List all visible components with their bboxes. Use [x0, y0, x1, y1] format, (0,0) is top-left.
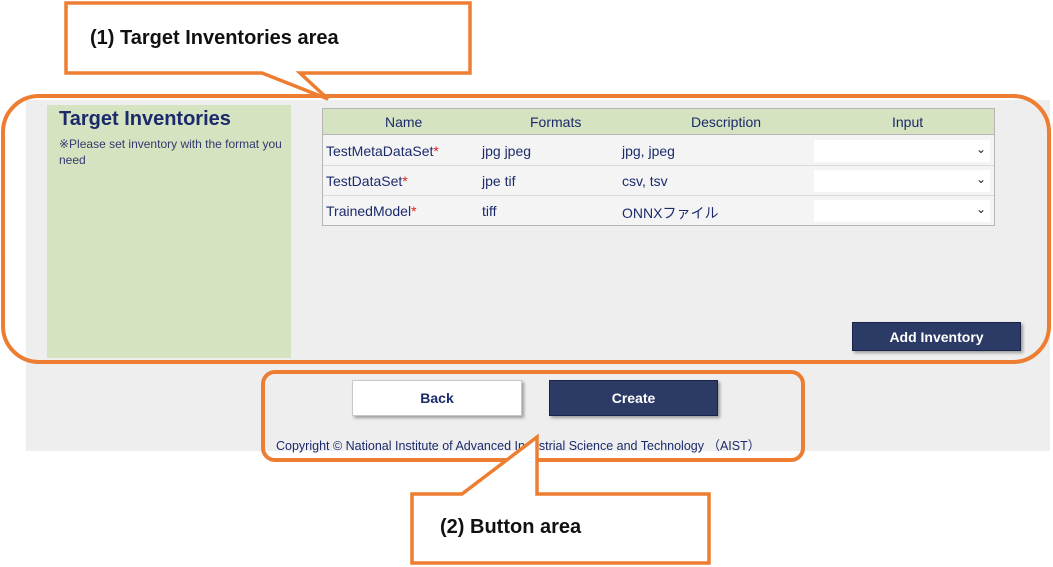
inventory-input-select[interactable]: ⌄ [814, 170, 990, 192]
target-area-callout-bubble [64, 1, 472, 101]
inventory-name: TestMetaDataSet* [326, 143, 439, 159]
target-area-callout-label: (1) Target Inventories area [90, 27, 339, 49]
column-header-name: Name [385, 114, 423, 130]
inventory-name: TestDataSet* [326, 173, 408, 189]
inventory-formats: tiff [482, 203, 497, 219]
inventory-description: csv, tsv [622, 173, 668, 189]
back-button[interactable]: Back [352, 380, 522, 416]
chevron-down-icon: ⌄ [975, 202, 986, 216]
inventories-table: Name Formats Description Input TestMetaD… [322, 108, 995, 226]
chevron-down-icon: ⌄ [975, 142, 986, 156]
table-row: TestMetaDataSet* jpg jpeg jpg, jpeg ⌄ [323, 137, 994, 166]
inventory-formats: jpe tif [482, 173, 516, 189]
required-marker: * [402, 173, 408, 189]
column-header-formats: Formats [530, 114, 582, 130]
button-area-callout-label: (2) Button area [440, 516, 582, 538]
button-area-callout-bubble [410, 433, 711, 565]
inventories-side-panel [47, 105, 291, 358]
required-marker: * [411, 203, 417, 219]
inventory-name: TrainedModel* [326, 203, 417, 219]
inventory-input-select[interactable]: ⌄ [814, 140, 990, 162]
table-header: Name Formats Description Input [323, 109, 994, 135]
chevron-down-icon: ⌄ [975, 172, 986, 186]
table-row: TestDataSet* jpe tif csv, tsv ⌄ [323, 167, 994, 196]
inventory-input-select[interactable]: ⌄ [814, 200, 990, 222]
copyright-text: Copyright © National Institute of Advanc… [276, 439, 761, 453]
inventory-formats: jpg jpeg [482, 143, 532, 159]
inventory-description: jpg, jpeg [622, 143, 675, 159]
inventories-note: ※Please set inventory with the format yo… [59, 137, 282, 167]
table-row: TrainedModel* tiff ONNXファイル ⌄ [323, 197, 994, 226]
required-marker: * [433, 143, 439, 159]
column-header-input: Input [892, 114, 924, 130]
add-inventory-button[interactable]: Add Inventory [852, 322, 1021, 351]
column-header-description: Description [691, 114, 762, 130]
inventories-title: Target Inventories [59, 108, 231, 130]
create-button[interactable]: Create [549, 380, 718, 416]
target-area-outline [1, 94, 1051, 364]
inventory-description: ONNXファイル [622, 205, 719, 221]
